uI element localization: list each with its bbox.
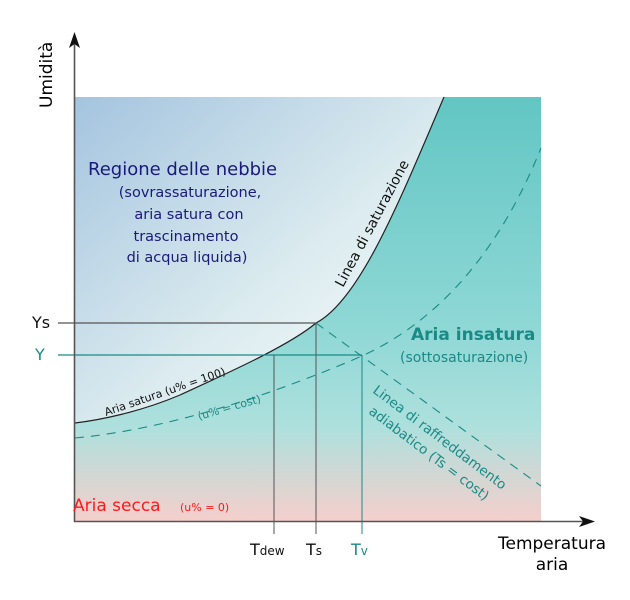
tdew-mark-main: T bbox=[249, 540, 260, 559]
saturation-curve bbox=[74, 96, 445, 424]
x-axis-arrow-icon bbox=[579, 516, 595, 527]
dry-air-title: Aria secca bbox=[73, 496, 161, 516]
fog-region-line2: aria satura con bbox=[134, 207, 243, 223]
ts-mark-sub: s bbox=[316, 544, 322, 558]
unsaturated-region-subtitle: (sottosaturazione) bbox=[400, 350, 528, 366]
tv-mark-main: T bbox=[350, 540, 361, 559]
ys-mark: Ys bbox=[31, 313, 50, 332]
unsaturated-region-title: Aria insatura bbox=[411, 325, 535, 345]
unsaturated-region bbox=[75, 97, 541, 521]
fog-region-line3: trascinamento bbox=[134, 229, 239, 245]
tdew-mark-sub: dew bbox=[260, 544, 285, 558]
fog-region-line1: (sovrassaturazione, bbox=[119, 185, 261, 201]
tv-mark: Tv bbox=[350, 540, 368, 559]
fog-region-line4: di acqua liquida) bbox=[127, 250, 248, 266]
tdew-mark: Tdew bbox=[249, 540, 285, 559]
x-axis-label-line1: Temperatura bbox=[497, 534, 606, 554]
fog-region-title: Regione delle nebbie bbox=[88, 159, 277, 180]
fog-region bbox=[75, 97, 444, 423]
ts-mark: Ts bbox=[305, 540, 322, 559]
adiabatic-cooling-line bbox=[315, 322, 542, 487]
constant-rh-curve bbox=[74, 147, 542, 439]
dry-air-subtitle: (u% = 0) bbox=[180, 501, 229, 514]
ts-mark-main: T bbox=[305, 540, 316, 559]
y-mark: Y bbox=[34, 345, 45, 364]
tv-mark-sub: v bbox=[361, 544, 368, 558]
x-axis-label-line2: aria bbox=[536, 555, 569, 575]
y-axis-arrow-icon bbox=[69, 32, 80, 48]
y-axis-label: Umidità bbox=[37, 42, 57, 108]
